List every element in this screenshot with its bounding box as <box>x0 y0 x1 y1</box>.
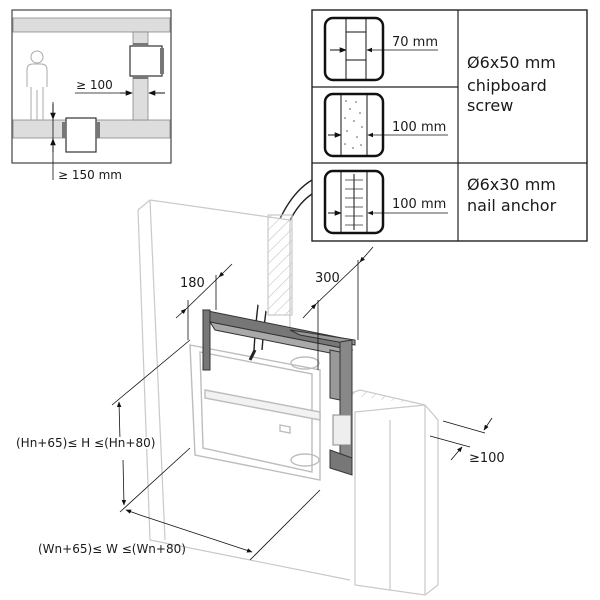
damper-body <box>189 344 321 481</box>
wall-icon-stud <box>323 16 438 82</box>
right-wall-section <box>344 389 439 596</box>
wall-icon-masonry <box>323 169 448 235</box>
person-icon <box>26 50 48 120</box>
inset-floor-distance-label: ≥ 150 mm <box>58 168 122 182</box>
dim-height-label: (Hn+65)≤ H ≤(Hn+80) <box>16 436 156 450</box>
dim-180 <box>175 263 233 340</box>
dim-300-label: 300 <box>315 271 340 286</box>
dim-180-label: 180 <box>180 276 205 291</box>
ceiling-slab <box>12 17 171 33</box>
fixing-1-size: Ø6x50 mm <box>467 53 556 72</box>
wall-damper-flange <box>160 48 164 74</box>
dim-width-label: (Wn+65)≤ W ≤(Wn+80) <box>38 542 186 556</box>
fixing-1-type-line2: screw <box>467 96 514 115</box>
mounting-frame <box>202 309 356 476</box>
dim-wall-clearance <box>429 417 493 461</box>
thickness-label-row1: 70 mm <box>392 35 439 50</box>
fixing-2-size: Ø6x30 mm <box>467 175 556 194</box>
main-installation-drawing <box>111 199 493 596</box>
floor-damper <box>65 117 97 153</box>
inset-diagram <box>11 9 172 180</box>
dim-wall-clearance-label: ≥100 <box>469 451 505 466</box>
wall-icon-solid <box>323 92 448 158</box>
wall-damper <box>129 45 163 77</box>
thickness-label-row2: 100 mm <box>392 120 447 135</box>
wall-type-table <box>311 9 588 242</box>
fixing-2-type: nail anchor <box>467 196 557 215</box>
screw-icon <box>248 349 257 361</box>
dim-width <box>125 489 321 561</box>
thickness-label-row3: 100 mm <box>392 197 447 212</box>
dim-height <box>111 339 191 513</box>
fixing-1-type-line1: chipboard <box>467 76 547 95</box>
inset-spacing-label: ≥ 100 <box>76 78 113 92</box>
dim-300 <box>302 246 374 370</box>
